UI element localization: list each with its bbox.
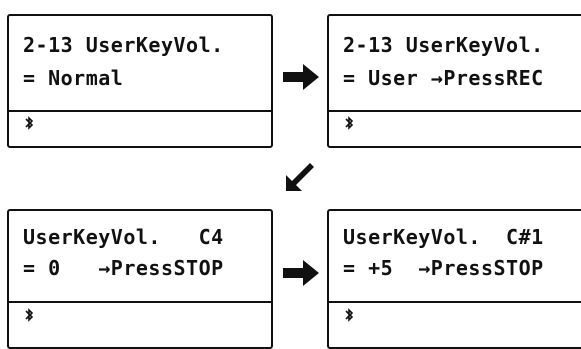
bluetooth-icon	[345, 116, 354, 130]
screen-title: UserKeyVol. C4	[23, 225, 224, 249]
divider	[329, 110, 581, 112]
screen-title: 2-13 UserKeyVol.	[343, 33, 544, 57]
screen-value: = User →PressREC	[343, 66, 544, 90]
lcd-screen-normal: 2-13 UserKeyVol. = Normal	[7, 14, 273, 148]
screen-value: = +5 →PressSTOP	[343, 256, 544, 280]
bluetooth-icon	[25, 116, 34, 130]
screen-value: = 0 →PressSTOP	[23, 256, 224, 280]
arrow-down-left-icon	[286, 163, 314, 191]
divider	[9, 301, 271, 303]
arrow-right-icon	[283, 260, 319, 286]
arrow-right-icon	[283, 64, 319, 90]
lcd-screen-c4: UserKeyVol. C4 = 0 →PressSTOP	[7, 209, 273, 349]
screen-title: 2-13 UserKeyVol.	[23, 33, 224, 57]
divider	[9, 110, 271, 112]
lcd-screen-c-sharp-1: UserKeyVol. C#1 = +5 →PressSTOP	[327, 209, 581, 349]
bluetooth-icon	[345, 308, 354, 322]
lcd-screen-user: 2-13 UserKeyVol. = User →PressREC	[327, 14, 581, 148]
divider	[329, 301, 581, 303]
screen-value: = Normal	[23, 66, 124, 90]
screen-title: UserKeyVol. C#1	[343, 225, 544, 249]
bluetooth-icon	[25, 308, 34, 322]
